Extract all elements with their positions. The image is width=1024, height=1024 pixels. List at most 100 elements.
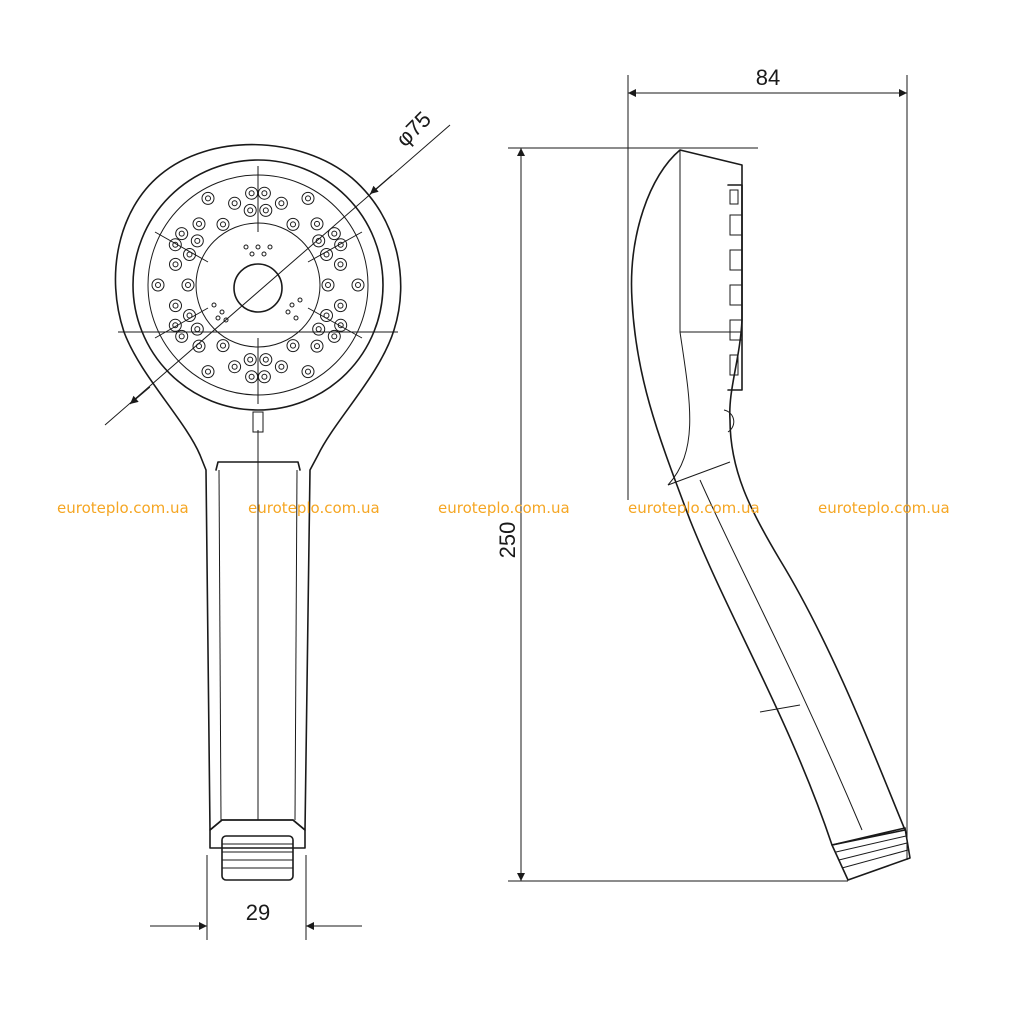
nozzle	[310, 217, 324, 231]
nozzle-inner	[220, 221, 226, 228]
side-spray-face	[723, 184, 743, 433]
nozzle-inner	[247, 207, 254, 214]
nozzle	[228, 360, 242, 374]
nozzle-inner	[178, 230, 185, 237]
side-handle-split	[759, 704, 801, 713]
nozzle-inner	[331, 333, 338, 340]
nozzle	[168, 318, 182, 332]
nozzle-inner	[178, 333, 185, 340]
watermark-4: euroteplo.com.ua	[628, 499, 760, 517]
nozzle	[151, 278, 165, 292]
nozzle-inner	[323, 251, 330, 258]
nozzle	[334, 299, 347, 313]
nozzle	[192, 217, 206, 231]
nozzle-inner	[290, 342, 296, 349]
nozzle-inner	[337, 322, 344, 329]
side-view: 84 250	[495, 65, 911, 882]
watermark-3: euroteplo.com.ua	[438, 499, 570, 517]
nozzle-inner	[305, 195, 311, 202]
nozzle	[334, 318, 348, 332]
diameter-dimension: φ75	[104, 106, 451, 426]
nozzle	[312, 234, 326, 248]
nozzle	[216, 217, 230, 231]
mist-hole	[211, 302, 217, 308]
side-head-lower	[667, 331, 691, 486]
nozzle	[245, 370, 259, 384]
mist-hole	[223, 317, 229, 323]
nozzle	[274, 360, 288, 374]
nozzle	[183, 309, 196, 322]
mist-hole	[293, 315, 299, 321]
nozzle-inner	[196, 220, 202, 227]
handle-inner-right	[294, 469, 298, 821]
nozzle-inner	[247, 356, 254, 363]
nozzle-inner	[205, 368, 211, 375]
nozzle-inner	[290, 221, 296, 228]
nozzle-inner	[231, 363, 238, 370]
nozzle-inner	[325, 282, 331, 288]
side-neck-line	[667, 461, 731, 486]
center-knob	[233, 263, 283, 313]
mist-hole	[297, 297, 303, 303]
nozzle	[334, 238, 348, 252]
watermark-2: euroteplo.com.ua	[248, 499, 380, 517]
mist-hole	[261, 251, 267, 257]
nozzle	[181, 278, 195, 292]
mist-hole	[255, 244, 261, 250]
nozzle	[301, 365, 315, 379]
handle-inner-left	[218, 469, 222, 821]
spray-segments	[147, 166, 369, 404]
side-handle-line	[699, 479, 863, 831]
nozzle	[301, 191, 315, 205]
handle-width-label: 29	[246, 900, 270, 925]
nozzle-inner	[262, 356, 269, 363]
nozzle-inner	[278, 363, 285, 370]
mode-slider	[252, 411, 264, 433]
mist-hole	[285, 309, 291, 315]
nozzle	[334, 257, 347, 271]
front-view: φ75 29	[104, 106, 451, 940]
nozzle-inner	[337, 241, 344, 248]
nozzle-inner	[155, 282, 161, 288]
nozzle-inner	[186, 312, 193, 319]
nozzle-inner	[231, 200, 238, 207]
front-face-ring	[132, 159, 384, 411]
front-outer-outline	[114, 143, 402, 831]
mist-hole	[249, 251, 255, 257]
watermark-1: euroteplo.com.ua	[57, 499, 189, 517]
height-label: 250	[495, 522, 520, 559]
nozzle-inner	[323, 312, 330, 319]
mist-hole	[243, 244, 249, 250]
nozzle-inner	[172, 302, 179, 309]
nozzle-inner	[331, 230, 338, 237]
diameter-label: φ75	[391, 106, 436, 151]
nozzle-inner	[262, 207, 269, 214]
nozzle-inner	[337, 302, 344, 309]
nozzle	[201, 365, 215, 379]
nozzle-inner	[305, 368, 311, 375]
nozzle	[228, 196, 242, 210]
nozzle-pattern	[151, 186, 365, 384]
side-width-dimension: 84	[628, 65, 907, 97]
height-dimension: 250	[495, 147, 848, 882]
nozzle-inner	[261, 373, 268, 380]
nozzle	[320, 309, 333, 322]
front-thread	[209, 819, 306, 881]
nozzle-inner	[186, 251, 193, 258]
mist-hole	[215, 315, 221, 321]
nozzle-inner	[194, 237, 201, 244]
nozzle-inner	[248, 373, 255, 380]
mist-hole	[289, 302, 295, 308]
nozzle-inner	[205, 195, 211, 202]
nozzle	[175, 227, 189, 241]
nozzle-inner	[172, 261, 179, 268]
nozzle	[168, 238, 182, 252]
nozzle	[245, 186, 259, 200]
nozzle	[351, 278, 365, 292]
nozzle-inner	[315, 326, 322, 333]
nozzle-inner	[278, 200, 285, 207]
nozzle-inner	[194, 326, 201, 333]
nozzle	[321, 278, 335, 292]
nozzle	[216, 339, 230, 353]
